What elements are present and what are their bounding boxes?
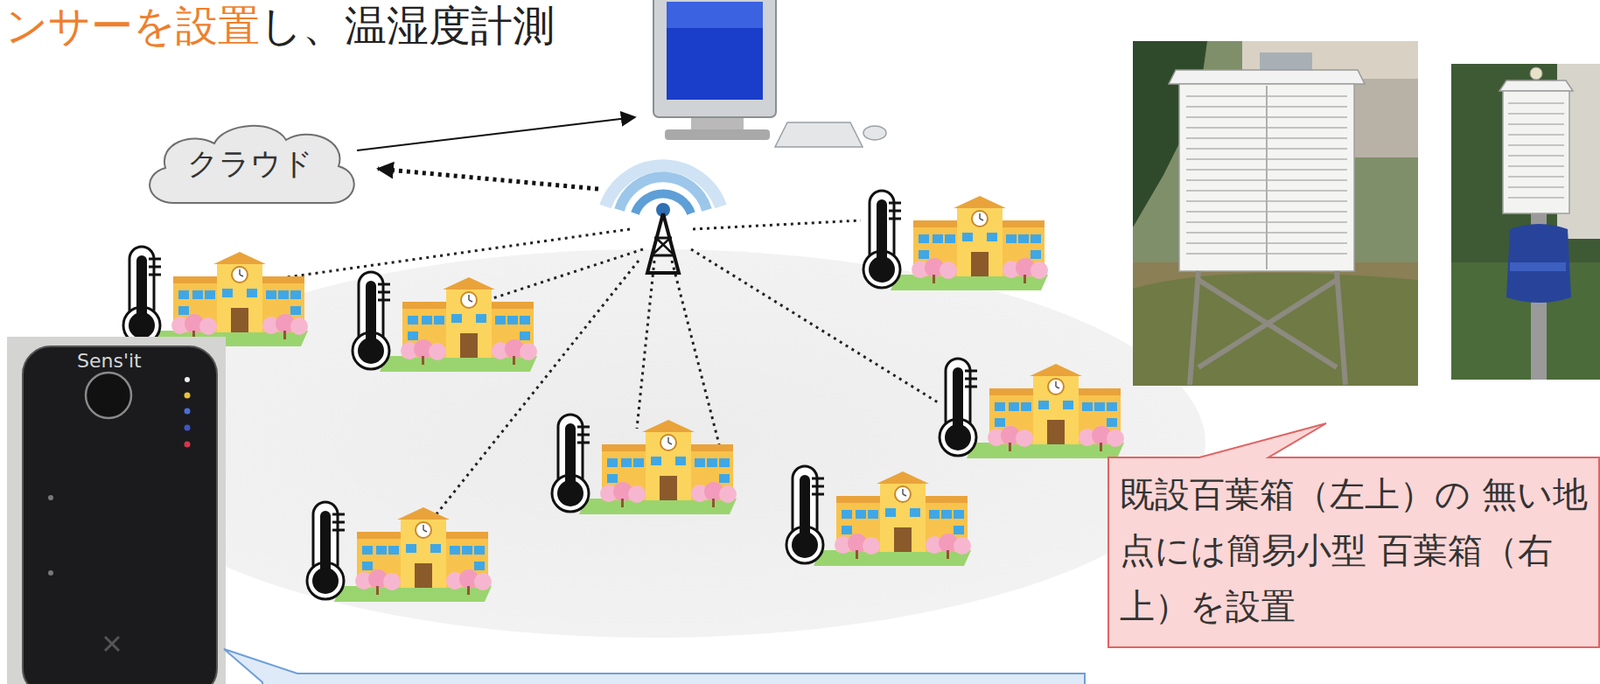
antenna-icon bbox=[605, 165, 721, 273]
school-sensor-icons bbox=[123, 190, 1125, 602]
node-label: クラウド bbox=[187, 145, 314, 182]
device-brand: Sens'it bbox=[76, 349, 142, 372]
computer-icon bbox=[653, 0, 887, 147]
sensor-callout bbox=[223, 649, 1085, 684]
heading-part: し、温湿度計測 bbox=[259, 0, 555, 50]
heading-part: ンサーを設置 bbox=[5, 0, 260, 50]
callout-shape bbox=[1108, 423, 1600, 648]
node-text: クラウド bbox=[187, 145, 314, 182]
cloud-shape bbox=[149, 125, 355, 203]
wireless-links bbox=[255, 220, 938, 520]
wireless-arrow bbox=[377, 168, 599, 189]
note-callout: 既設百葉箱（左上）の 無い地点には簡易小型 百葉箱（右上）を設置 bbox=[1107, 457, 1600, 649]
cloud-node: クラウド bbox=[137, 117, 363, 210]
small-screen-photo bbox=[1451, 63, 1600, 380]
sensor-device-photo bbox=[6, 336, 226, 684]
heading: ンサーを設置し、温湿度計測 bbox=[5, 1, 555, 50]
node-label: 既設百葉箱（左上）の 無い地点には簡易小型 百葉箱（右上）を設置 bbox=[1119, 466, 1588, 635]
screen-photo bbox=[1132, 41, 1419, 386]
upload-arrow bbox=[356, 117, 636, 151]
node-text: 既設百葉箱（左上）の 無い地点には簡易小型 百葉箱（右上）を設置 bbox=[1107, 457, 1600, 643]
